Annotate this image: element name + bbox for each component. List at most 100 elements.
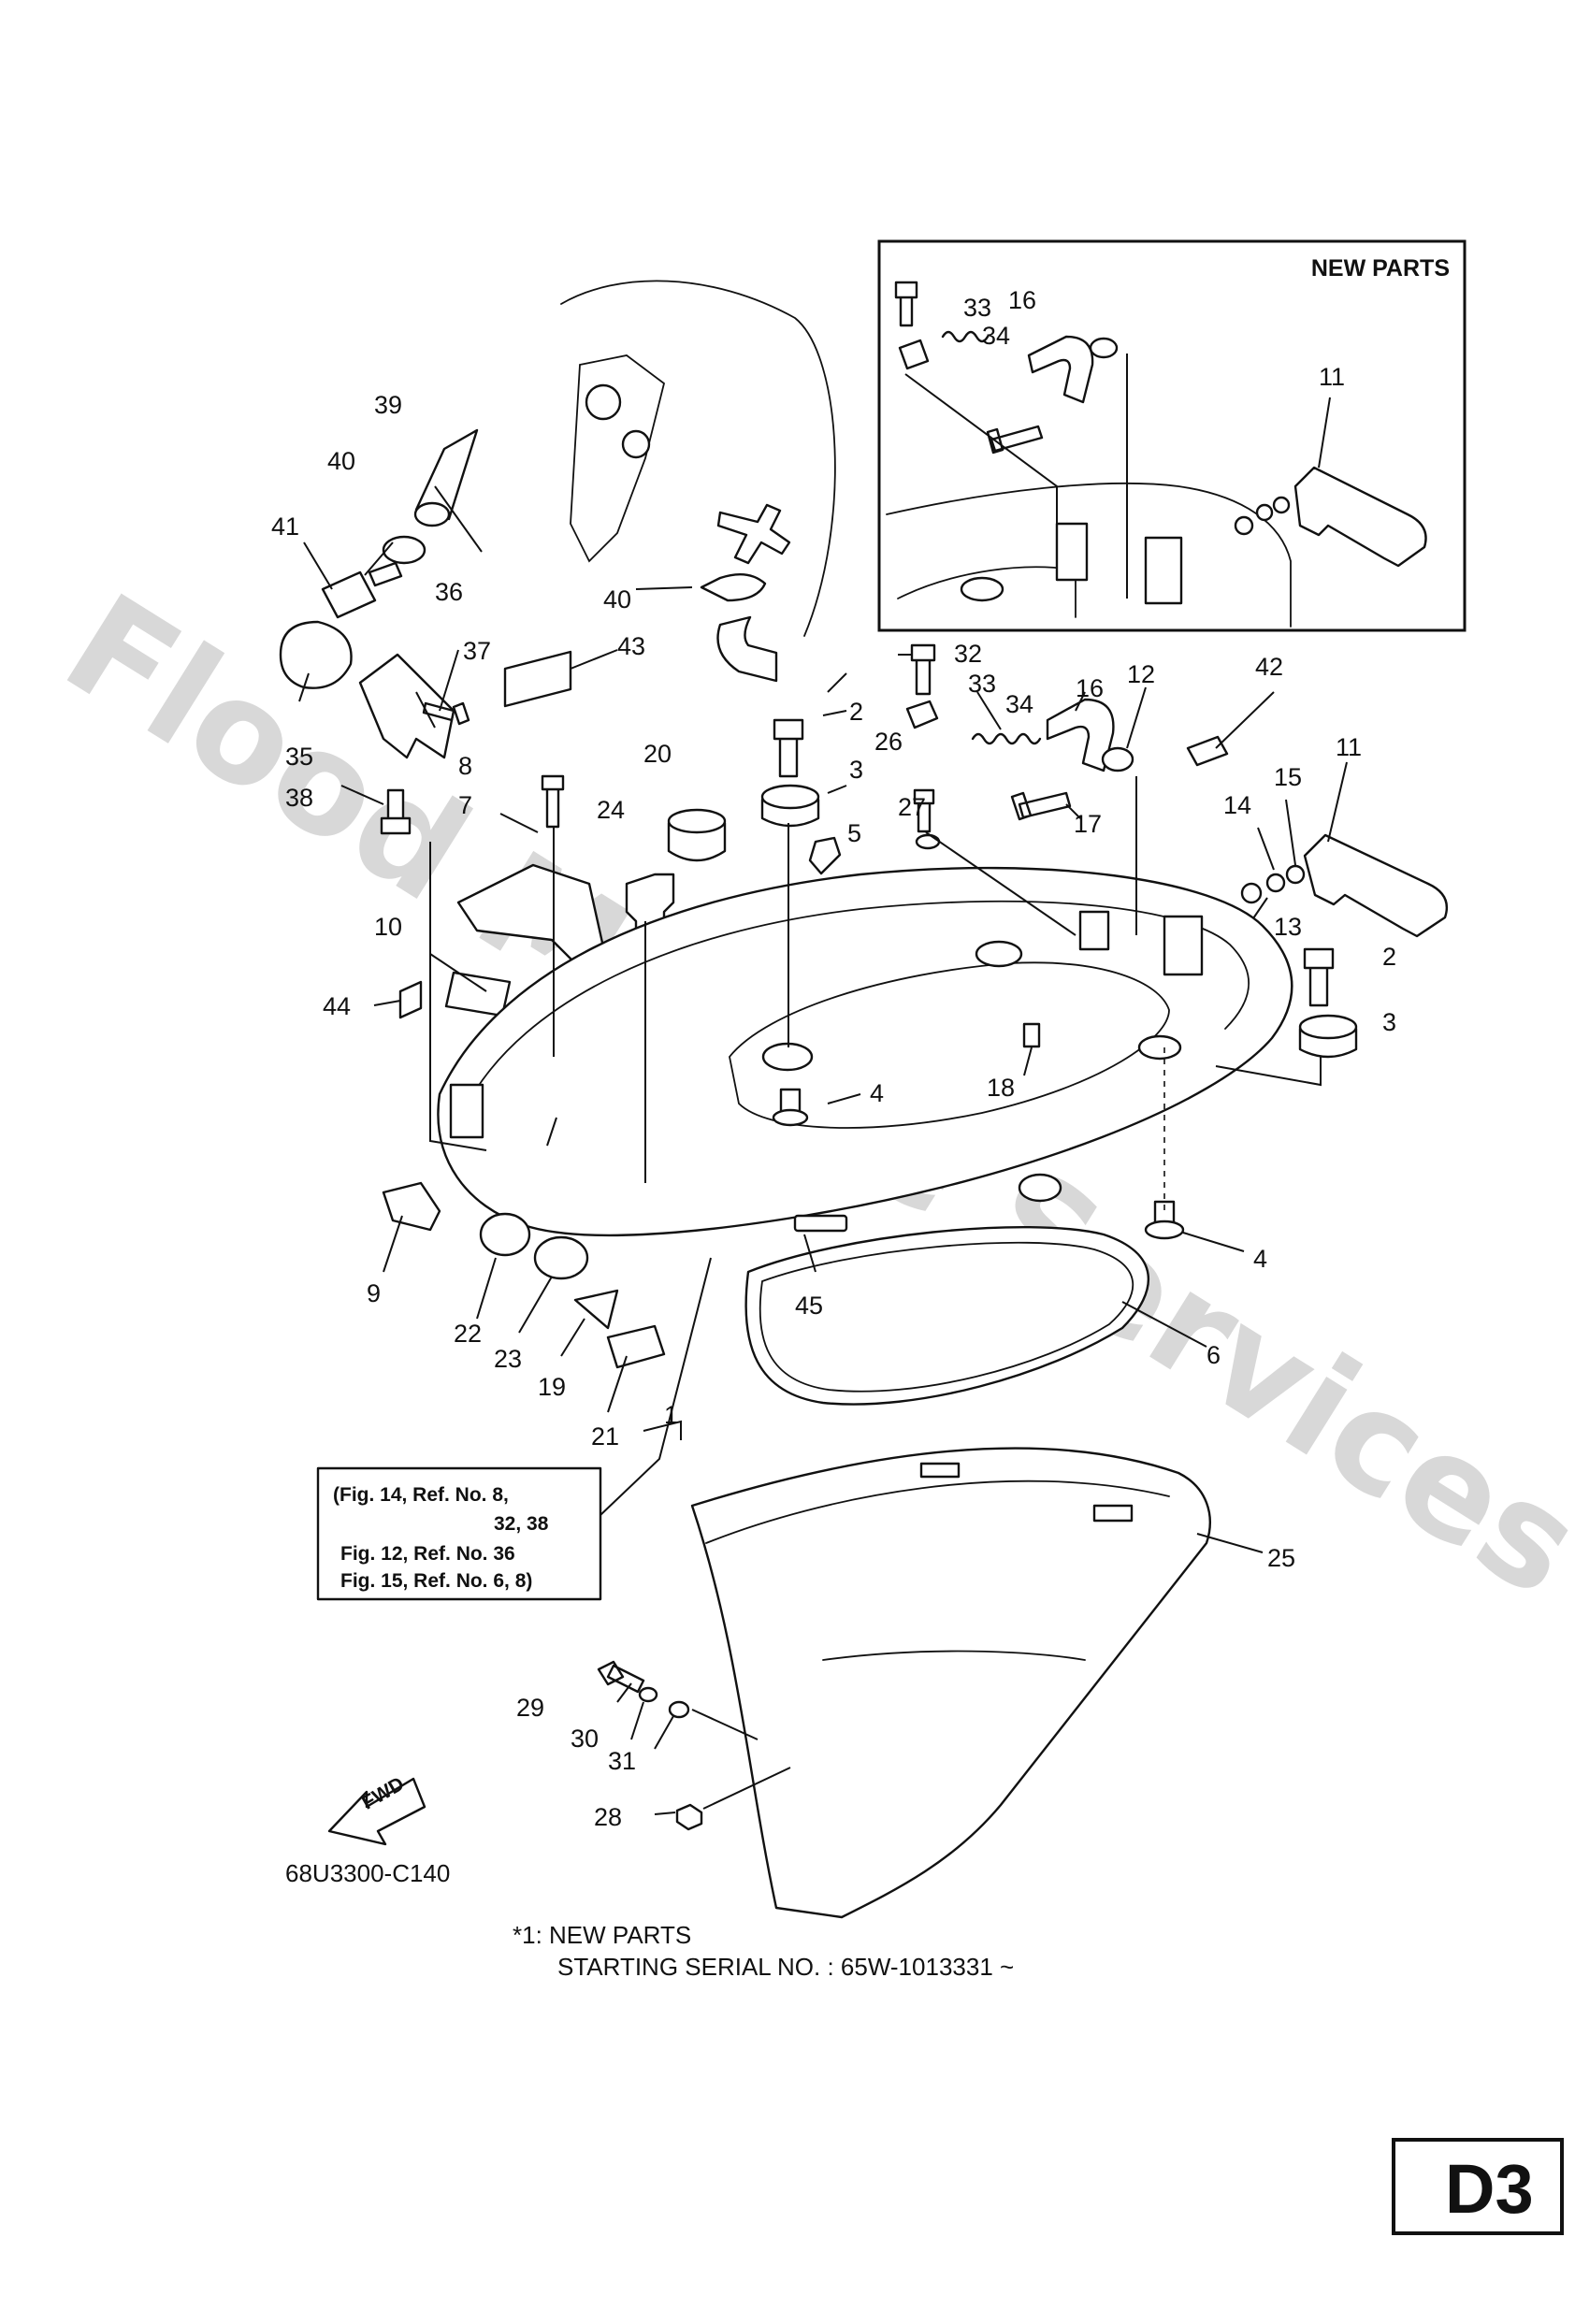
apron-slot-a — [919, 1462, 961, 1479]
screw-8 — [541, 774, 565, 829]
callout-31: 31 — [608, 1747, 636, 1775]
clip-33 — [905, 700, 939, 729]
washer-30 — [638, 1686, 658, 1703]
plug-23 — [533, 1235, 589, 1280]
lever-16 — [1046, 698, 1115, 772]
ref-note-line-1: (Fig. 14, Ref. No. 8, — [333, 1484, 509, 1506]
washer-15 — [1285, 864, 1306, 885]
seal-6 — [744, 1225, 1150, 1406]
callout-26: 26 — [874, 728, 903, 756]
callout-43: 43 — [617, 632, 645, 660]
t-fitting — [716, 503, 791, 565]
inset-hull-boss — [960, 576, 1004, 602]
label-43 — [503, 650, 572, 708]
callout-22: 22 — [454, 1320, 482, 1348]
reference-note: (Fig. 14, Ref. No. 8, 32, 38 Fig. 12, Re… — [333, 1484, 549, 1592]
screw-37 — [422, 701, 470, 726]
callout-20: 20 — [643, 740, 672, 768]
cowling-boss-top — [975, 940, 1023, 968]
plug-5 — [808, 836, 842, 875]
leader-31 — [691, 1709, 759, 1740]
leader-1 — [600, 1257, 712, 1516]
collar-4-upper-base — [772, 1108, 809, 1127]
nut-28 — [675, 1803, 703, 1831]
screw-29 — [597, 1660, 645, 1694]
page-code-box — [1392, 2138, 1564, 2235]
callout-23: 23 — [494, 1345, 522, 1373]
inset-nut-13 — [1234, 515, 1254, 536]
callout-41: 41 — [271, 512, 299, 541]
inset-leader-a — [904, 373, 1058, 524]
callout-11: 11 — [1336, 733, 1362, 761]
clamp-40-right — [700, 572, 767, 602]
callout-15: 15 — [1274, 763, 1302, 791]
footnote-line-1: *1: NEW PARTS — [513, 1921, 691, 1949]
callout-42: 42 — [1255, 653, 1283, 681]
callout-4-upper: 4 — [870, 1079, 884, 1107]
inset-clip-33 — [898, 339, 930, 370]
cowling-boss-right — [1137, 1034, 1182, 1061]
grommet-3-lower-top — [1298, 1014, 1358, 1040]
callout-3-upper: 3 — [849, 756, 863, 784]
callout-36: 36 — [435, 578, 463, 606]
collar-4-lower-base — [1144, 1220, 1185, 1240]
cowling-oval-port — [1018, 1173, 1062, 1203]
inset-hull-outline — [886, 482, 1292, 628]
clip-9 — [382, 1181, 441, 1232]
callout-38: 38 — [285, 784, 313, 812]
ref-note-line-4: Fig. 15, Ref. No. 6, 8) — [340, 1570, 532, 1592]
leader-1-bracket — [643, 1420, 682, 1440]
callout-24: 24 — [597, 796, 625, 824]
cowling-bracket-left — [449, 1083, 484, 1139]
hose-39 — [414, 428, 479, 521]
clamp-40-left — [382, 535, 426, 565]
bolt-32 — [910, 643, 936, 696]
callout-29: 29 — [516, 1694, 544, 1722]
callout-3-lower: 3 — [1382, 1008, 1396, 1036]
nut-13 — [1240, 882, 1263, 904]
cowling-phantom-arc — [560, 280, 836, 637]
cowling-bracket-right — [1163, 915, 1204, 976]
callout-37: 37 — [463, 637, 491, 665]
inset-leader-11 — [1318, 397, 1331, 469]
callout-39: 39 — [374, 391, 402, 419]
nipple-41 — [321, 570, 377, 619]
inset-bushing-12 — [1089, 337, 1119, 359]
ref-note-line-3: Fig. 12, Ref. No. 36 — [340, 1543, 515, 1565]
callout-30: 30 — [571, 1725, 599, 1753]
bolt-26 — [913, 788, 935, 833]
bushing-12 — [1101, 746, 1134, 772]
label-42 — [1186, 735, 1229, 767]
callout-8: 8 — [458, 752, 472, 780]
bracket-36 — [358, 653, 455, 759]
callout-9: 9 — [367, 1279, 381, 1307]
callout-40-right: 40 — [603, 585, 631, 613]
callout-35: 35 — [285, 743, 313, 771]
callout-33: 33 — [968, 670, 996, 698]
callout-32: 32 — [954, 640, 982, 668]
callouts: 39 40 41 36 40 43 37 35 8 38 7 20 24 10 … — [271, 391, 1396, 1831]
footnote-line-2: STARTING SERIAL NO. : 65W-1013331 ~ — [557, 1953, 1014, 1981]
grommet-3-upper-top — [760, 784, 820, 810]
apron-25 — [690, 1447, 1211, 1919]
callout-4-lower: 4 — [1253, 1245, 1267, 1273]
callout-27: 27 — [898, 793, 926, 821]
inset-washer-14 — [1255, 503, 1274, 522]
inset-washer-15 — [1272, 496, 1291, 514]
inset-callout-33: 33 — [963, 294, 991, 322]
bolt-17 — [1010, 791, 1072, 821]
hose-39-end — [413, 501, 451, 527]
callout-2-upper: 2 — [849, 698, 863, 726]
callout-14: 14 — [1223, 791, 1251, 819]
inset-lever-16 — [1027, 335, 1094, 404]
inset-spring-34 — [941, 330, 990, 343]
cowling-bracket-sketch — [570, 354, 666, 563]
apron-slot-b — [1092, 1504, 1134, 1523]
callout-18: 18 — [987, 1074, 1015, 1102]
label-44 — [398, 980, 423, 1019]
bolt-18 — [1022, 1022, 1041, 1048]
callout-34: 34 — [1005, 690, 1033, 718]
callout-21: 21 — [591, 1422, 619, 1451]
